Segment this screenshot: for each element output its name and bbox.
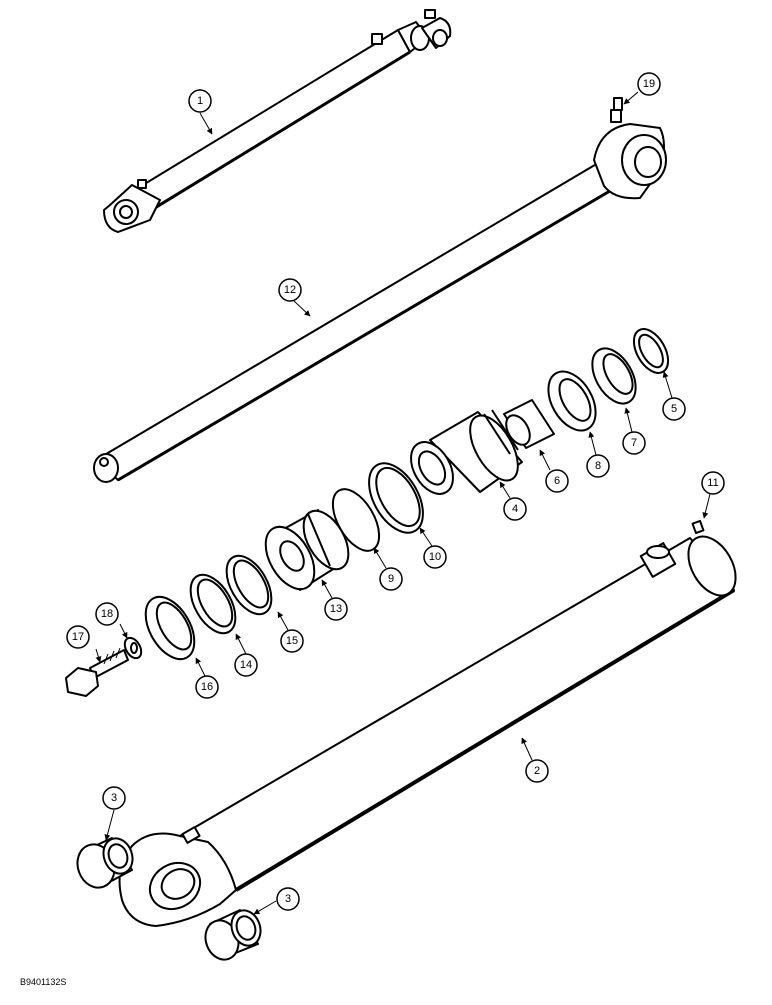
part-4-gland bbox=[410, 409, 523, 495]
callout-5: 5 bbox=[671, 403, 677, 415]
callout-circle-3b bbox=[276, 887, 300, 911]
callout-16: 16 bbox=[201, 681, 213, 693]
part-10-backup-ring bbox=[368, 462, 424, 534]
callout-15: 15 bbox=[286, 635, 298, 647]
callout-circle-8 bbox=[586, 454, 610, 478]
callout-circle-16 bbox=[195, 675, 219, 699]
part-6-bushing bbox=[503, 399, 555, 449]
callout-circle-14 bbox=[234, 653, 258, 677]
part-16-piston-seal bbox=[144, 595, 196, 661]
part-2-barrel bbox=[118, 535, 737, 927]
callout-3-lower: 3 bbox=[285, 893, 291, 905]
callout-11: 11 bbox=[707, 477, 718, 489]
callout-circle-13 bbox=[324, 597, 348, 621]
callout-circle-9 bbox=[379, 567, 403, 591]
part-19-grease-fitting bbox=[613, 97, 623, 111]
figure-id: B9401132S bbox=[20, 977, 67, 987]
part-18-washer bbox=[123, 636, 143, 660]
callout-6: 6 bbox=[554, 475, 560, 487]
callout-13: 13 bbox=[330, 603, 342, 615]
callout-7: 7 bbox=[631, 437, 637, 449]
callout-3-upper: 3 bbox=[111, 792, 117, 804]
callout-1: 1 bbox=[197, 95, 203, 107]
callout-circle-6 bbox=[545, 469, 569, 493]
part-11-grease-fitting bbox=[691, 519, 705, 535]
part-7-wiper-seal bbox=[591, 347, 637, 405]
callout-circle-17 bbox=[66, 625, 90, 649]
callout-12: 12 bbox=[284, 284, 296, 296]
callout-9: 9 bbox=[388, 573, 394, 585]
part-15-wear-ring bbox=[225, 554, 273, 616]
part-5-seal bbox=[632, 328, 670, 374]
callout-circle-11 bbox=[701, 471, 725, 495]
part-3-bushing-lower bbox=[204, 909, 262, 961]
callout-14: 14 bbox=[240, 659, 252, 671]
part-17-bolt bbox=[65, 647, 129, 697]
callout-circles bbox=[66, 72, 725, 911]
leader-lines bbox=[95, 91, 711, 915]
callout-circle-12 bbox=[278, 278, 302, 302]
callout-circle-10 bbox=[423, 545, 447, 569]
callout-circle-19 bbox=[637, 72, 661, 96]
callout-circle-4 bbox=[503, 497, 527, 521]
callout-18: 18 bbox=[101, 608, 113, 620]
part-13-piston bbox=[264, 509, 350, 591]
callout-circle-5 bbox=[662, 397, 686, 421]
callout-17: 17 bbox=[72, 631, 84, 643]
callout-circle-2 bbox=[525, 759, 549, 783]
callout-circle-18 bbox=[95, 602, 119, 626]
callout-8: 8 bbox=[595, 460, 601, 472]
callout-circle-15 bbox=[280, 629, 304, 653]
callout-10: 10 bbox=[429, 551, 441, 563]
callout-2: 2 bbox=[534, 765, 540, 777]
callout-circle-3a bbox=[102, 786, 126, 810]
part-14-seal-ring bbox=[189, 573, 237, 635]
part-3-bushing-upper bbox=[76, 837, 134, 889]
part-8-ring bbox=[547, 370, 597, 432]
part-1-cylinder-assembly bbox=[103, 9, 452, 233]
part-12-piston-rod bbox=[93, 109, 667, 483]
callout-19: 19 bbox=[643, 78, 655, 90]
callout-labels: 1 19 12 5 7 8 6 4 10 9 11 13 15 14 16 17… bbox=[72, 78, 719, 905]
callout-circle-1 bbox=[188, 89, 212, 113]
callout-circle-7 bbox=[622, 431, 646, 455]
callout-4: 4 bbox=[512, 503, 518, 515]
